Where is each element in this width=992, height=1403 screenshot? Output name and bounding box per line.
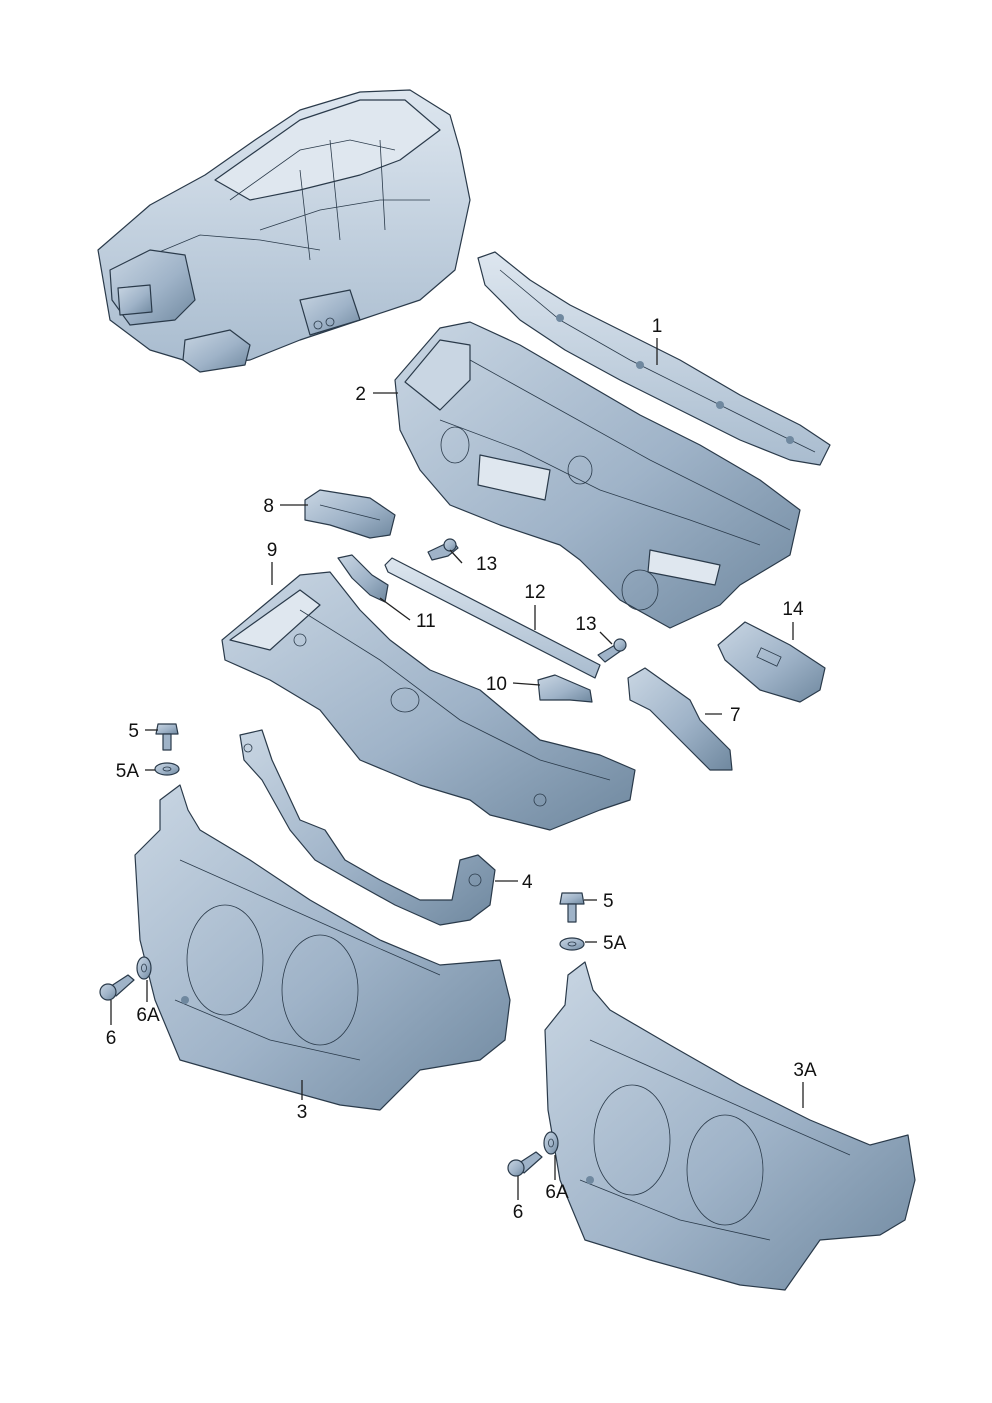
vehicle-body-overview [97, 89, 471, 373]
callout-13-top: 13 [476, 554, 497, 575]
callout-4: 4 [522, 872, 533, 893]
part-5a-washer-left [154, 762, 180, 776]
callout-14: 14 [782, 599, 804, 620]
part-11-bracket [337, 554, 389, 603]
part-5-bolt-left [155, 723, 179, 751]
callout-10: 10 [486, 674, 507, 695]
callout-3a: 3A [793, 1060, 817, 1081]
part-6a-washer-right [543, 1131, 559, 1155]
callout-2: 2 [355, 384, 366, 405]
callout-5a-left: 5A [116, 761, 140, 782]
callout-6a-right: 6A [545, 1182, 569, 1203]
part-13-bolt-top [427, 538, 459, 561]
callout-6-right: 6 [513, 1202, 524, 1223]
callout-5-left: 5 [128, 721, 139, 742]
part-14-bracket [717, 621, 826, 703]
part-3-lock-carrier [134, 784, 511, 1111]
part-12-cross-strut [384, 557, 601, 679]
callout-12: 12 [524, 582, 545, 603]
callout-6a-left: 6A [136, 1005, 160, 1026]
part-6-bolt-left [99, 974, 135, 1001]
callout-9: 9 [267, 540, 278, 561]
part-6-bolt-right [507, 1151, 543, 1177]
part-7-member [627, 667, 733, 771]
callout-1: 1 [652, 316, 663, 337]
part-8-bracket [304, 489, 396, 539]
part-3a-lock-carrier [544, 961, 916, 1291]
callout-3: 3 [297, 1102, 308, 1123]
leader-lines [110, 338, 804, 1200]
part-5a-washer-right [559, 937, 585, 951]
part-5-bolt-right [559, 892, 585, 923]
part-6a-washer-left [136, 956, 152, 980]
callout-5a-right: 5A [603, 933, 627, 954]
part-9-plenum-chamber [221, 571, 636, 831]
part-13-bolt-mid [597, 638, 627, 663]
callout-labels: 1 2 8 9 13 11 12 13 14 10 7 5 5A 4 5 5A … [106, 316, 817, 1223]
callout-5-right: 5 [603, 891, 614, 912]
callout-6-left: 6 [106, 1028, 117, 1049]
part-4-carrier [239, 729, 496, 926]
part-2-bulkhead [394, 321, 801, 629]
part-1-plenum-strip [477, 251, 831, 466]
part-10-bracket [537, 674, 593, 703]
callout-11: 11 [416, 611, 436, 632]
callout-7: 7 [730, 705, 741, 726]
callout-8: 8 [263, 496, 274, 517]
callout-13-mid: 13 [575, 614, 596, 635]
